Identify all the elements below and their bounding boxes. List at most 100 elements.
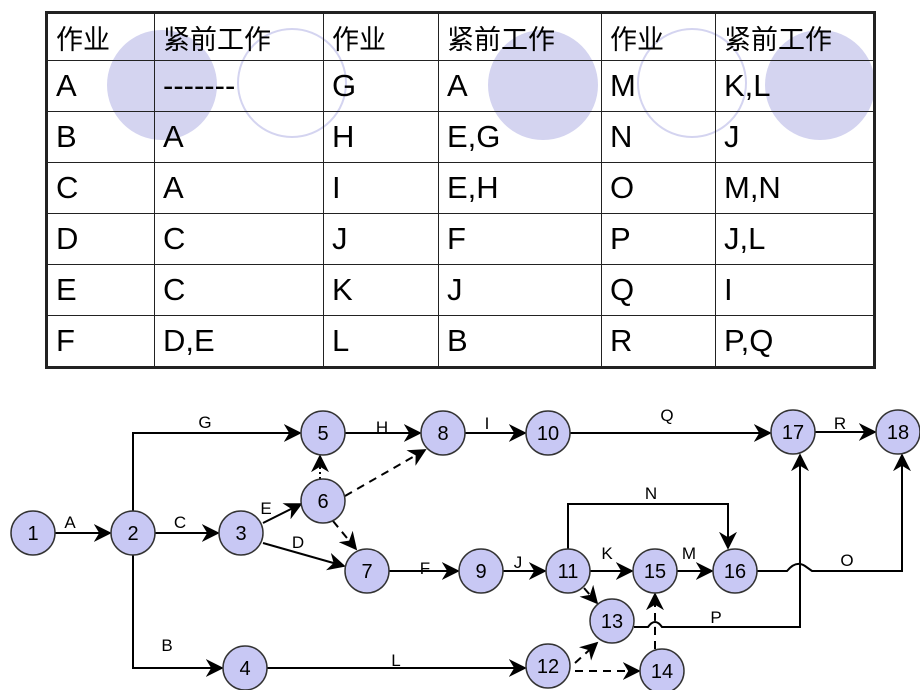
event-node: 2 [110, 510, 156, 556]
node-number: 10 [537, 423, 559, 445]
header-cell: 紧前工作 [438, 12, 602, 61]
dummy-arrow-12-13 [574, 641, 599, 664]
activity-cell: O [601, 162, 716, 214]
node-circle [875, 409, 920, 455]
activity-label: B [161, 636, 172, 655]
predecessor-cell: A [154, 111, 324, 163]
event-node: 18 [875, 409, 920, 455]
header-cell: 作业 [323, 12, 439, 61]
event-node: 6 [300, 478, 346, 524]
header-cell: 作业 [601, 12, 716, 61]
event-node: 3 [218, 510, 264, 556]
activity-label: F [420, 559, 430, 578]
activity-arrow-E [262, 503, 303, 524]
activity-label: P [710, 608, 721, 627]
event-node: 16 [712, 548, 758, 594]
activity-label: J [514, 553, 523, 572]
event-node: 7 [344, 548, 390, 594]
predecessor-cell: C [154, 213, 324, 265]
event-node: 14 [639, 648, 685, 690]
node-circle [639, 648, 685, 690]
activity-label: I [485, 414, 490, 433]
activity-cell: D [46, 213, 155, 265]
predecessor-cell: D,E [154, 315, 324, 368]
activity-cell: A [46, 60, 155, 112]
activity-arrow-N [567, 503, 737, 550]
dummy-arrow-6-7 [332, 520, 358, 551]
dummy-arrow-11-13 [579, 584, 599, 605]
node-number: 17 [782, 422, 804, 444]
event-node: 1 [10, 510, 56, 556]
node-circle [632, 548, 678, 594]
activity-label: M [682, 544, 696, 563]
event-node: 15 [632, 548, 678, 594]
event-node: 13 [589, 598, 635, 644]
node-circle [458, 548, 504, 594]
event-node: 9 [458, 548, 504, 594]
activity-label: A [64, 513, 76, 532]
node-number: 1 [27, 523, 38, 545]
node-number: 18 [887, 422, 909, 444]
activity-cell: E [46, 264, 155, 316]
table-header-row: 作业紧前工作作业紧前工作作业紧前工作 [46, 12, 875, 61]
activity-cell: P [601, 213, 716, 265]
activity-arrow-D [262, 542, 346, 571]
node-circle [218, 510, 264, 556]
node-number: 5 [317, 423, 328, 445]
node-circle [545, 548, 591, 594]
activity-cell: N [601, 111, 716, 163]
node-circle [300, 410, 346, 456]
node-circle [10, 510, 56, 556]
node-circle [525, 643, 571, 689]
predecessor-cell: C [154, 264, 324, 316]
node-circle [770, 409, 816, 455]
node-number: 11 [558, 561, 579, 583]
event-node: 11 [545, 548, 591, 594]
activity-label: G [198, 413, 211, 432]
node-circle [222, 645, 268, 690]
activity-cell: C [46, 162, 155, 214]
event-node: 5 [300, 410, 346, 456]
activity-arrow-G [132, 424, 302, 511]
node-number: 9 [475, 561, 486, 583]
node-number: 15 [644, 561, 666, 583]
activity-arrow-O [757, 453, 911, 572]
activity-label: H [376, 418, 388, 437]
activity-cell: F [46, 315, 155, 368]
node-number: 8 [437, 423, 448, 445]
activity-label: L [391, 651, 400, 670]
activity-label: R [834, 414, 846, 433]
node-circle [420, 410, 466, 456]
predecessor-cell: F [438, 213, 602, 265]
node-number: 6 [317, 491, 328, 513]
predecessor-cell: B [438, 315, 602, 368]
node-number: 7 [361, 561, 372, 583]
event-node: 4 [222, 645, 268, 690]
node-circle [110, 510, 156, 556]
dummy-arrow-6-8 [344, 449, 427, 497]
activity-arrow-P [634, 453, 809, 628]
activity-label: O [840, 551, 853, 570]
activity-cell: J [323, 213, 439, 265]
event-node: 10 [525, 410, 571, 456]
predecessor-cell: ------- [154, 60, 324, 112]
activity-arrow-B [132, 555, 224, 677]
header-cell: 紧前工作 [154, 12, 324, 61]
activity-cell: L [323, 315, 439, 368]
activity-label: Q [660, 406, 673, 425]
activity-label: D [292, 533, 304, 552]
node-number: 3 [235, 523, 246, 545]
predecessor-cell: P,Q [715, 315, 875, 368]
activity-label: N [645, 484, 657, 503]
event-node: 8 [420, 410, 466, 456]
activity-label: E [260, 499, 271, 518]
activity-label: C [174, 513, 186, 532]
node-number: 14 [651, 661, 673, 683]
